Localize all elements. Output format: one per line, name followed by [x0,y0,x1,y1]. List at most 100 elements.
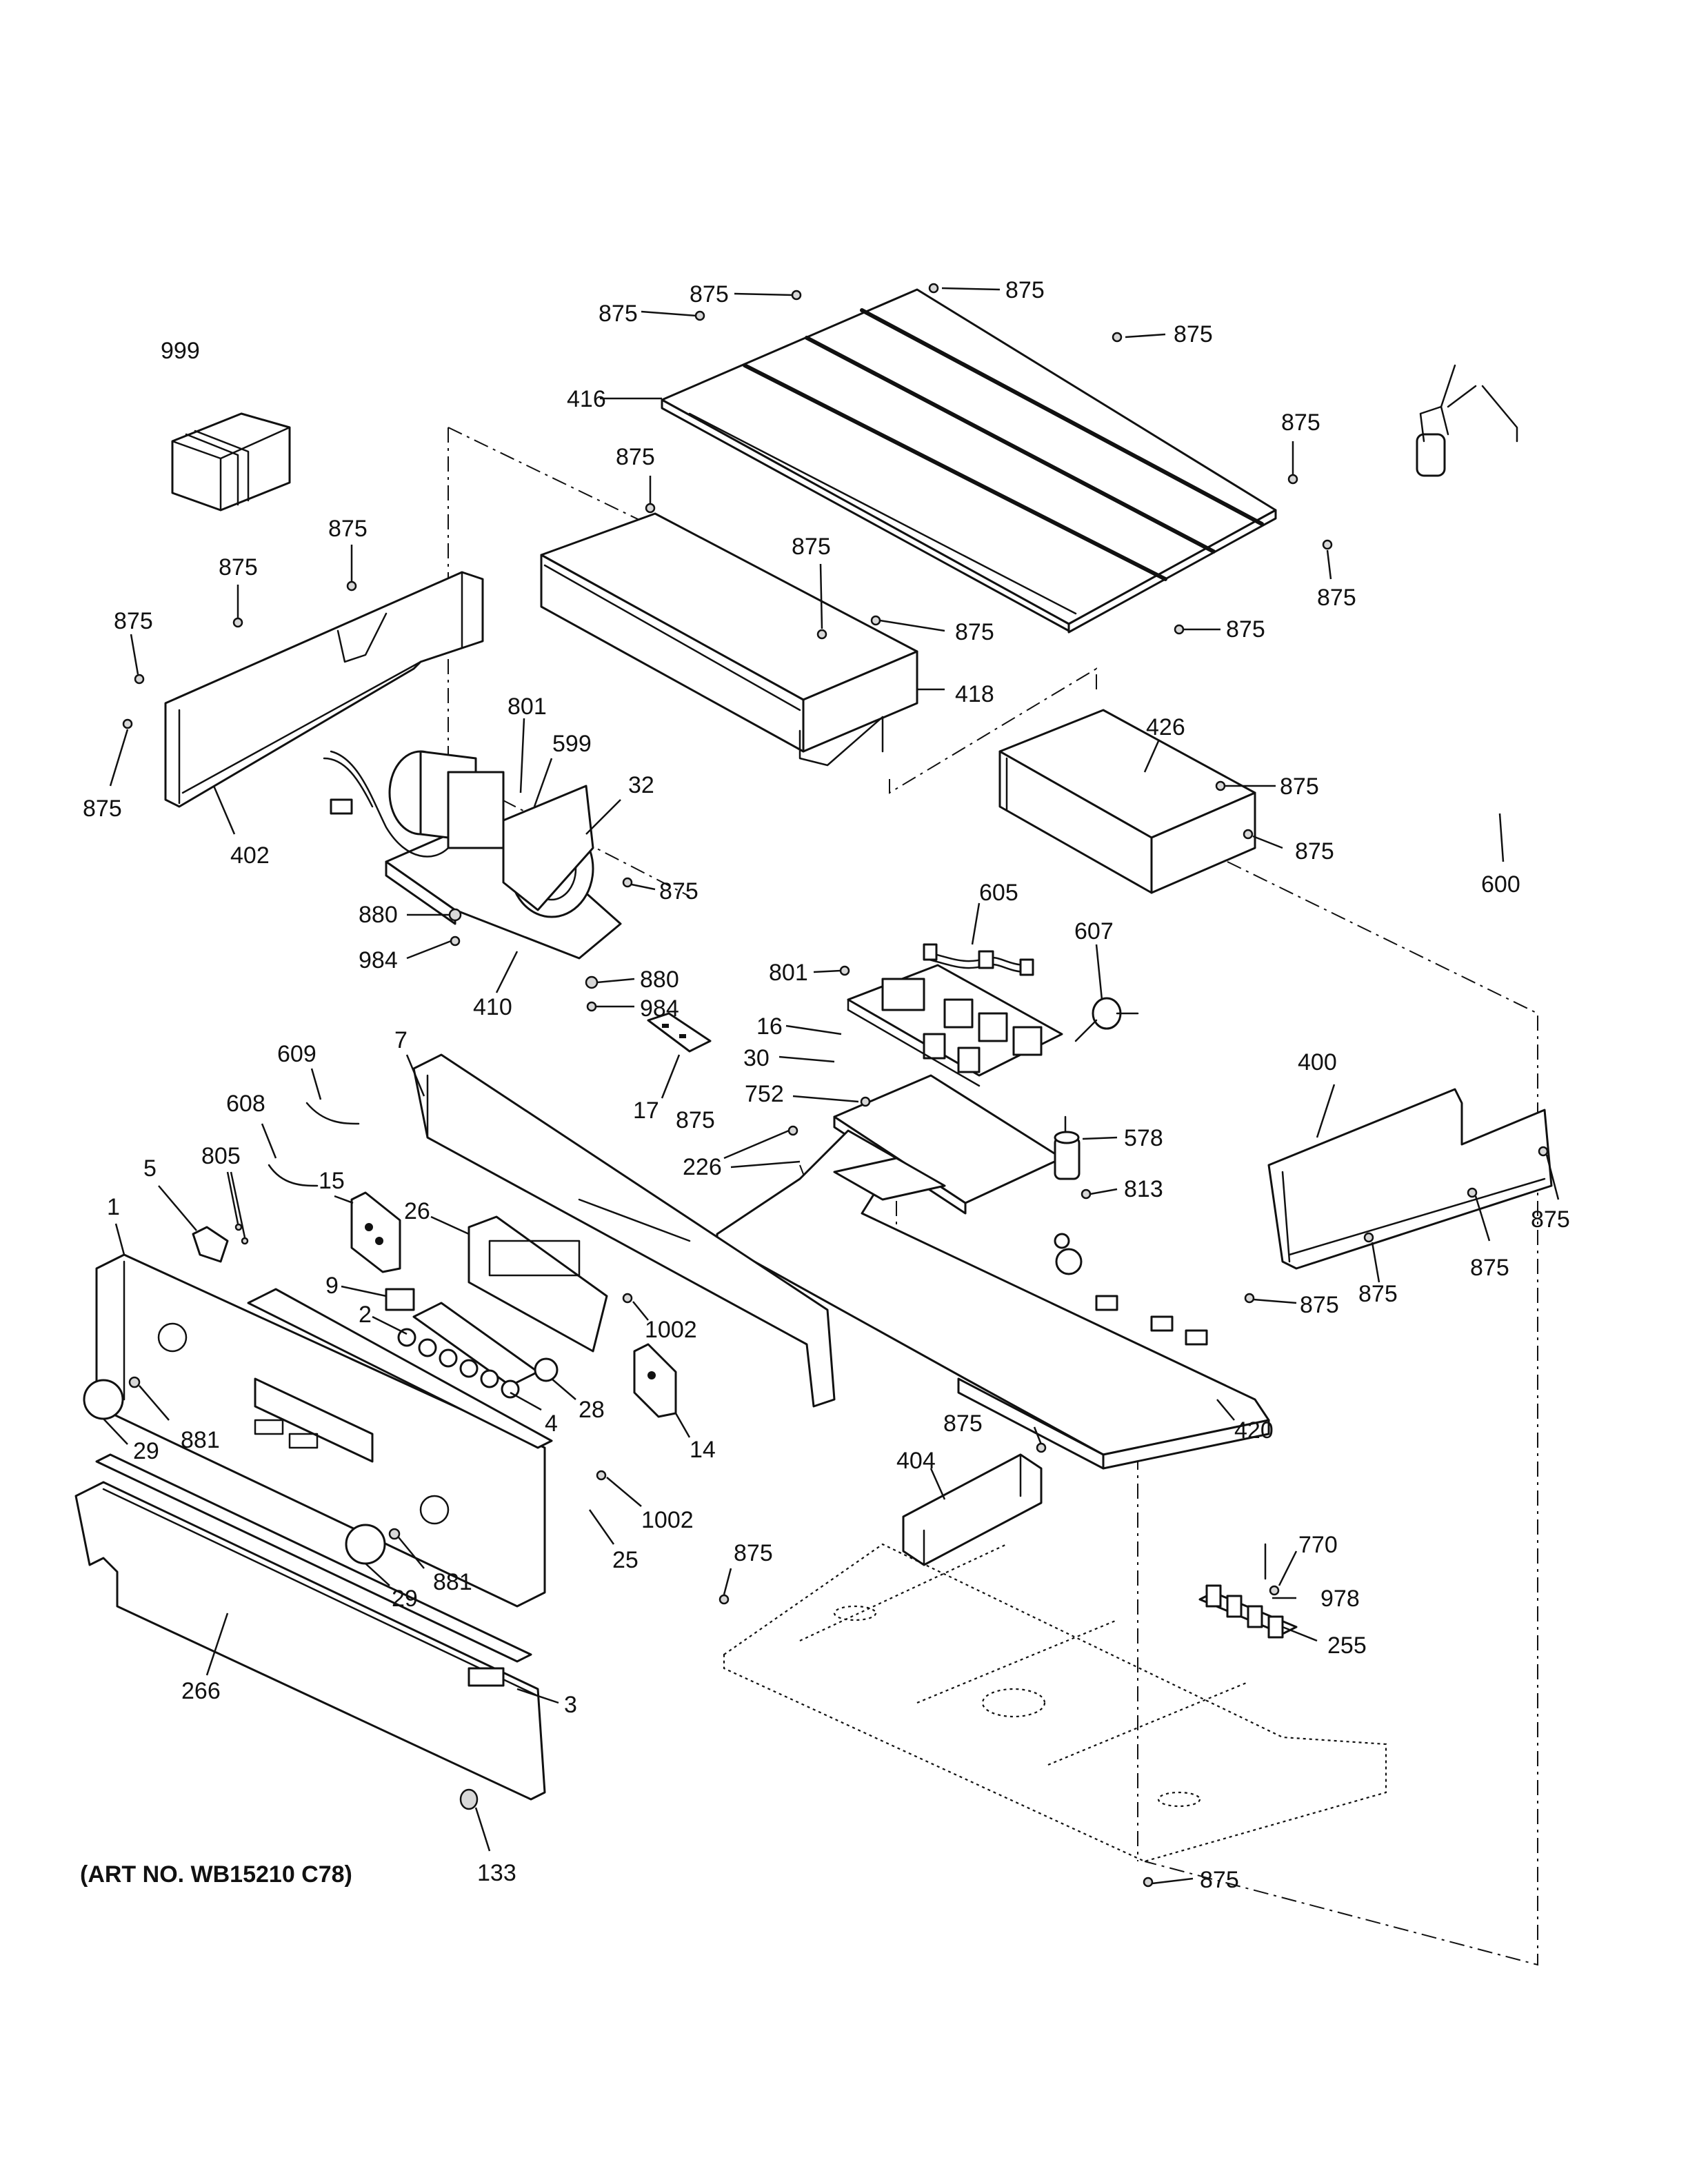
part-25-strip [247,1288,553,1449]
label-14: 14 [690,1437,716,1463]
part-1-control-panel [83,1253,546,1608]
label-4: 4 [545,1410,558,1437]
label-875-i: 875 [792,534,831,560]
part-402-side-bracket [164,571,484,808]
part-607-sensor [1074,997,1139,1042]
part-9-2-4-28-switch-strip [385,1288,559,1399]
label-609: 609 [277,1041,316,1067]
part-770-978-255-terminal-block [1198,1543,1298,1639]
label-999: 999 [161,338,200,364]
label-26: 26 [404,1198,430,1224]
label-875-h: 875 [616,444,655,470]
label-984-b: 984 [640,995,679,1022]
label-578: 578 [1124,1125,1163,1151]
label-17: 17 [633,1098,659,1124]
label-226: 226 [683,1154,722,1180]
label-875-w: 875 [943,1410,983,1437]
part-32-blower-assembly [323,750,622,960]
label-875-q: 875 [659,878,699,904]
label-402: 402 [230,842,270,869]
label-2: 2 [359,1302,372,1328]
label-605: 605 [979,880,1018,906]
label-875-g: 875 [1226,616,1265,643]
part-labels: 999 875 875 875 416 875 875 875 875 875 … [80,277,1570,1893]
part-404-bracket [902,1453,1043,1566]
label-133: 133 [477,1860,516,1886]
label-875-m: 875 [114,608,153,634]
label-880-a: 880 [359,902,398,928]
part-26-board [468,1215,608,1353]
label-875-y: 875 [1200,1867,1239,1893]
label-875-j: 875 [955,619,994,645]
label-875-n: 875 [83,796,122,822]
label-3: 3 [564,1692,577,1718]
part-600-power-cord [1416,364,1565,817]
part-226-420-shelf [716,1129,1270,1470]
label-1002-a: 1002 [645,1317,697,1343]
label-875-l: 875 [219,554,258,580]
label-984-a: 984 [359,947,398,973]
label-15: 15 [319,1168,345,1194]
label-599: 599 [552,731,592,757]
part-15-board [350,1191,401,1273]
part-426-bracket [998,709,1256,894]
label-5: 5 [143,1155,157,1182]
label-875-e: 875 [1281,410,1320,436]
leader-lines [103,287,1560,1885]
label-875-o: 875 [1280,774,1319,800]
part-578-capacitor [1054,1115,1081,1180]
label-881-b: 881 [433,1569,472,1595]
label-770: 770 [1298,1532,1338,1558]
label-7: 7 [394,1027,408,1053]
part-266-lower-trim [74,1453,546,1801]
part-418-duct [540,512,918,767]
part-17-board [647,1012,712,1053]
label-29-b: 29 [392,1586,418,1612]
label-875-a: 875 [690,281,729,307]
label-752: 752 [745,1081,784,1107]
label-25: 25 [612,1547,639,1573]
label-813: 813 [1124,1176,1163,1202]
label-9: 9 [325,1273,339,1299]
label-16: 16 [756,1013,783,1040]
label-266: 266 [181,1678,221,1704]
label-400: 400 [1298,1049,1337,1075]
label-600: 600 [1481,871,1520,898]
label-1: 1 [107,1194,120,1220]
label-875-u: 875 [1358,1281,1398,1307]
label-801-a: 801 [508,694,547,720]
label-875-c: 875 [599,301,638,327]
art-number: (ART NO. WB15210 C78) [80,1861,352,1888]
label-32: 32 [628,772,654,798]
label-875-d: 875 [1174,321,1213,347]
label-875-r: 875 [676,1107,715,1133]
label-875-f: 875 [1317,585,1356,611]
label-404: 404 [896,1448,936,1474]
label-29-a: 29 [133,1438,159,1464]
part-608-609-ribbon-cables [268,1102,360,1187]
part-bottom-plate [723,1543,1387,1863]
label-875-k: 875 [328,516,368,542]
label-255: 255 [1327,1632,1367,1659]
label-420: 420 [1234,1417,1274,1444]
part-14-board [633,1343,677,1418]
label-410: 410 [473,994,512,1020]
label-608: 608 [226,1091,265,1117]
part-416-top-panel [661,288,1277,634]
label-875-x: 875 [734,1540,773,1566]
label-875-b: 875 [1005,277,1045,303]
label-875-v: 875 [1300,1292,1339,1318]
part-999-carton [171,412,291,512]
label-418: 418 [955,681,994,707]
label-607: 607 [1074,918,1114,944]
label-416: 416 [567,386,606,412]
part-605-harness [923,943,1034,976]
label-875-p: 875 [1295,838,1334,865]
label-1002-b: 1002 [641,1507,694,1533]
part-7-front-trim [412,1053,836,1408]
label-875-s: 875 [1531,1206,1570,1233]
part-400-right-bracket [1267,1088,1553,1270]
label-978: 978 [1320,1586,1360,1612]
label-30: 30 [743,1045,770,1071]
